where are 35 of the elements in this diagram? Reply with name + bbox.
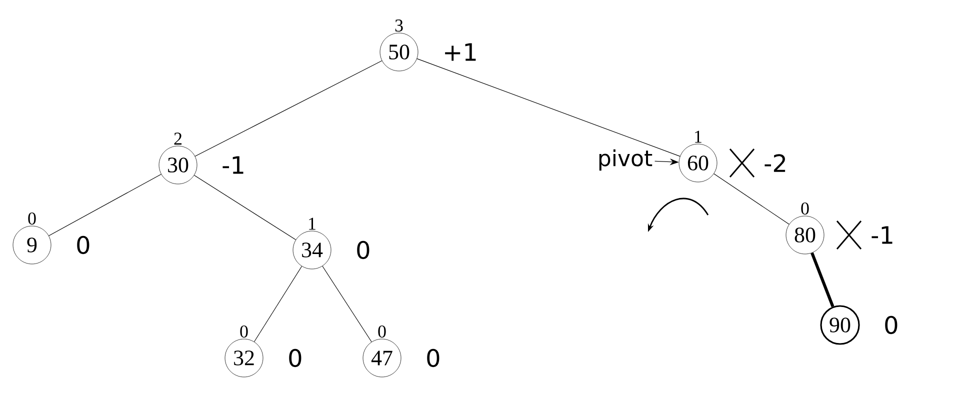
- node-label: 1: [695, 130, 702, 143]
- tree-node: 30 2: [158, 132, 198, 184]
- node-label: 3: [395, 20, 403, 32]
- tree-node: 34 1: [292, 218, 332, 270]
- node-label: 0: [240, 325, 248, 338]
- node-label: 0: [28, 212, 36, 225]
- tree-node: 80 0: [786, 202, 824, 254]
- node-label: 0: [801, 202, 809, 215]
- balance-factor: 0: [885, 316, 898, 334]
- tree-edge: [416, 58, 680, 157]
- balance-factor: 0: [357, 240, 370, 260]
- tree-edge: [48, 174, 162, 236]
- balance-factor: 0: [427, 348, 440, 368]
- balance-factor: -1: [872, 226, 892, 244]
- tree-node: 47 0: [362, 325, 402, 378]
- balance-factor: 0: [77, 236, 90, 254]
- tree-node: 32 0: [224, 325, 264, 378]
- node-label: 2: [174, 132, 182, 145]
- tree-edge: [194, 174, 296, 240]
- node-label: 0: [378, 325, 386, 338]
- balance-factor: -1: [222, 156, 244, 174]
- tree-edge: [322, 266, 372, 342]
- tree-node: 60 1: [678, 130, 718, 182]
- tree-edge: [194, 60, 382, 157]
- pivot-label: pivot: [599, 149, 652, 171]
- tree-edge: [254, 266, 302, 342]
- tree-node: 50 3: [380, 20, 418, 72]
- tree-edge: [714, 173, 790, 225]
- balance-factor: 0: [289, 348, 302, 368]
- balance-factor: +1: [445, 43, 476, 61]
- balance-factor: -2: [764, 154, 786, 172]
- tree-node: 90: [820, 305, 860, 345]
- tree-edge: [810, 252, 834, 308]
- tree-node: 9 0: [12, 212, 52, 264]
- node-label: 1: [309, 218, 316, 230]
